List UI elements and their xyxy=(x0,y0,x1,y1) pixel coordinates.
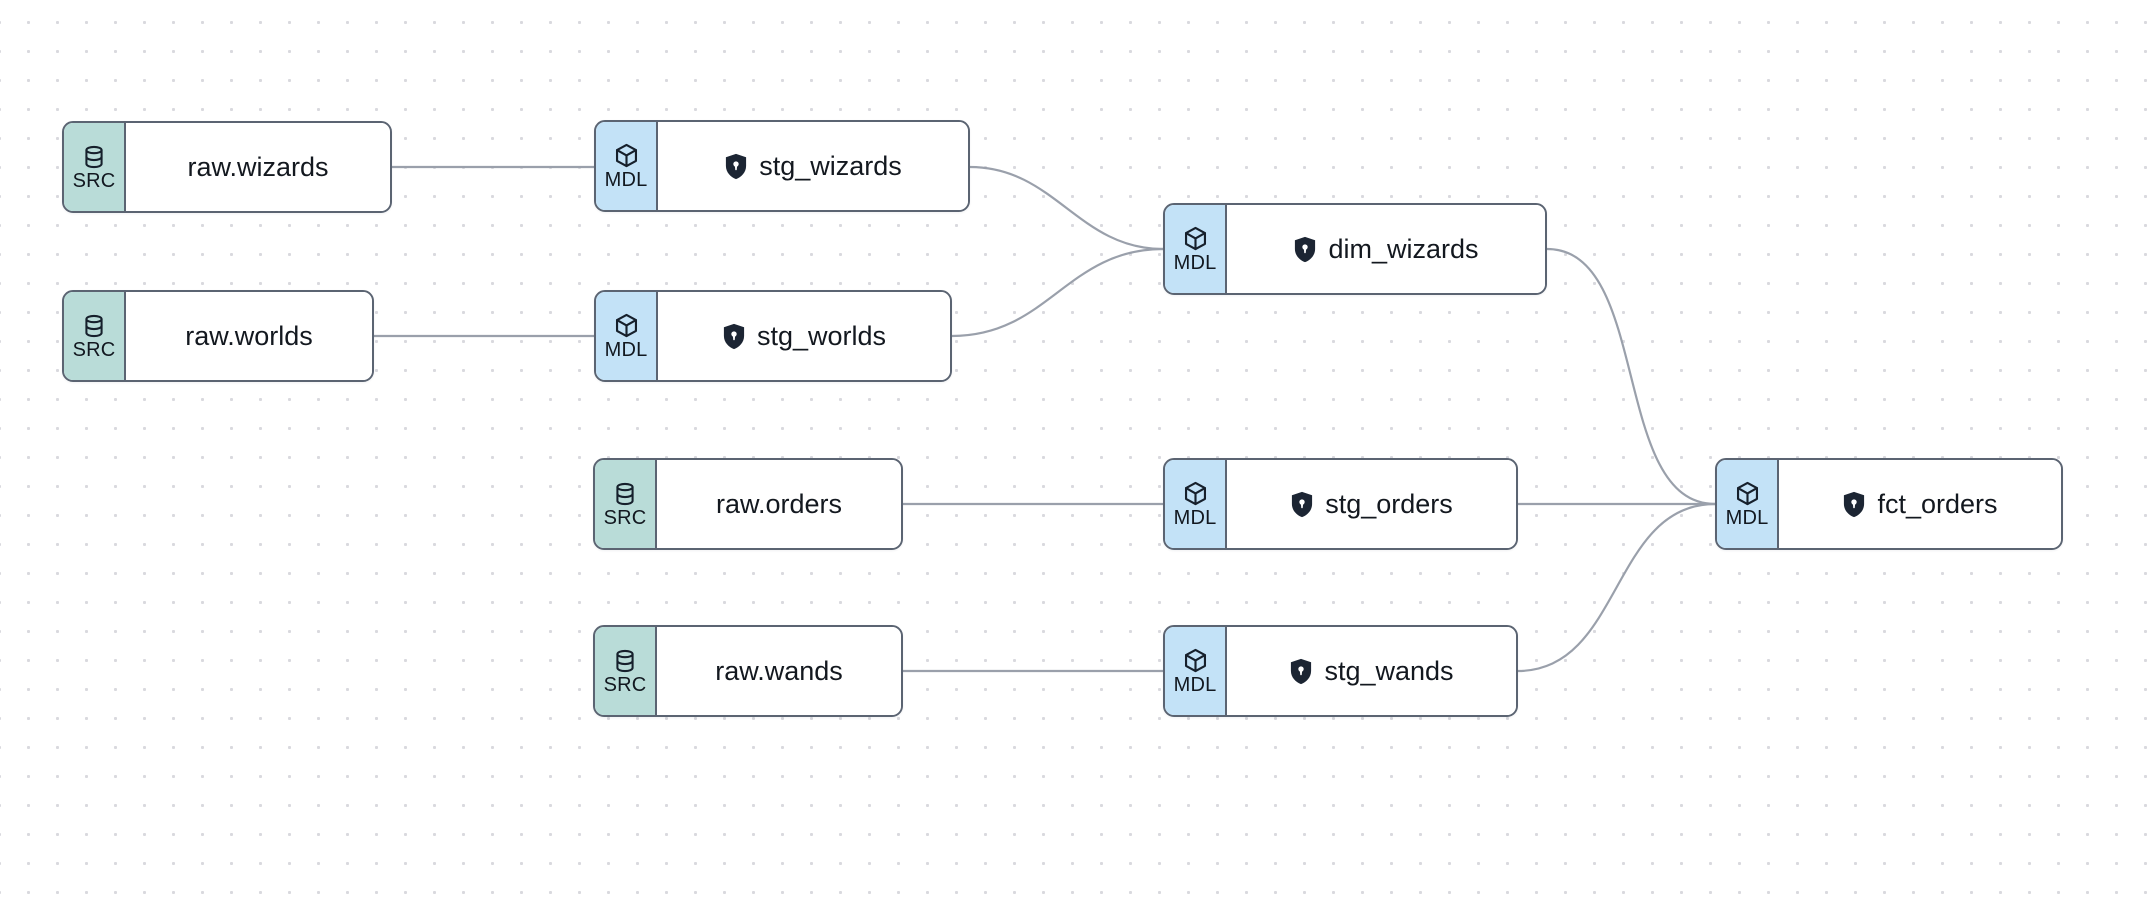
badge-mdl: MDL xyxy=(596,292,658,380)
node-body: raw.orders xyxy=(657,460,901,548)
shield-lock-icon xyxy=(1293,236,1317,263)
node-label: stg_wands xyxy=(1324,655,1454,686)
node-label: fct_orders xyxy=(1877,488,1998,519)
badge-label: SRC xyxy=(72,169,116,192)
badge-src: SRC xyxy=(595,627,657,715)
node-stg-wizards[interactable]: MDL stg_wizards xyxy=(594,120,970,212)
badge-mdl: MDL xyxy=(1165,627,1227,715)
node-stg-worlds[interactable]: MDL stg_worlds xyxy=(594,290,952,382)
shield-lock-icon xyxy=(1290,491,1314,518)
node-body: raw.wands xyxy=(657,627,901,715)
node-raw-orders[interactable]: SRC raw.orders xyxy=(593,458,903,550)
database-icon xyxy=(612,648,638,674)
cube-icon xyxy=(613,312,640,339)
node-stg-orders[interactable]: MDL stg_orders xyxy=(1163,458,1518,550)
node-label: raw.wizards xyxy=(187,151,329,182)
shield-lock-icon xyxy=(724,153,748,180)
shield-lock-icon xyxy=(722,323,746,350)
badge-src: SRC xyxy=(595,460,657,548)
database-icon xyxy=(81,313,107,339)
cube-icon xyxy=(1182,225,1209,252)
edge-stg-wizards-to-dim-wizards xyxy=(968,165,1165,251)
database-icon xyxy=(612,481,638,507)
shield-lock-icon xyxy=(1289,658,1313,685)
badge-label: MDL xyxy=(1725,507,1769,529)
node-body: stg_worlds xyxy=(658,292,950,380)
node-body: stg_wizards xyxy=(658,122,968,210)
node-dim-wizards[interactable]: MDL dim_wizards xyxy=(1163,203,1547,295)
badge-src: SRC xyxy=(64,292,126,380)
cube-icon xyxy=(1182,480,1209,507)
node-body: dim_wizards xyxy=(1227,205,1545,293)
shield-lock-icon xyxy=(1842,491,1866,518)
node-body: raw.wizards xyxy=(126,123,390,211)
node-label: raw.worlds xyxy=(185,320,313,351)
node-label: stg_wizards xyxy=(759,150,902,181)
cube-icon xyxy=(1734,480,1761,507)
node-label: stg_worlds xyxy=(756,320,887,351)
badge-label: MDL xyxy=(604,339,648,361)
node-body: stg_orders xyxy=(1227,460,1516,548)
node-stg-wands[interactable]: MDL stg_wands xyxy=(1163,625,1518,717)
badge-label: SRC xyxy=(72,338,116,361)
node-body: raw.worlds xyxy=(126,292,372,380)
node-raw-worlds[interactable]: SRC raw.worlds xyxy=(62,290,374,382)
edge-dim-wizards-to-fct-orders xyxy=(1545,247,1717,506)
node-label: dim_wizards xyxy=(1328,233,1479,264)
badge-label: MDL xyxy=(1173,507,1217,529)
database-icon xyxy=(81,144,107,170)
badge-label: MDL xyxy=(604,169,648,191)
badge-mdl: MDL xyxy=(1165,205,1227,293)
node-raw-wands[interactable]: SRC raw.wands xyxy=(593,625,903,717)
cube-icon xyxy=(613,142,640,169)
node-raw-wizards[interactable]: SRC raw.wizards xyxy=(62,121,392,213)
node-body: stg_wands xyxy=(1227,627,1516,715)
badge-label: SRC xyxy=(603,506,647,529)
node-label: stg_orders xyxy=(1325,488,1453,519)
node-fct-orders[interactable]: MDL fct_orders xyxy=(1715,458,2063,550)
badge-src: SRC xyxy=(64,123,126,211)
badge-label: MDL xyxy=(1173,252,1217,274)
badge-mdl: MDL xyxy=(596,122,658,210)
cube-icon xyxy=(1182,647,1209,674)
node-label: raw.wands xyxy=(715,655,843,686)
edge-stg-worlds-to-dim-wizards xyxy=(950,247,1165,338)
node-body: fct_orders xyxy=(1779,460,2061,548)
badge-mdl: MDL xyxy=(1717,460,1779,548)
node-label: raw.orders xyxy=(715,488,843,519)
badge-label: SRC xyxy=(603,673,647,696)
badge-mdl: MDL xyxy=(1165,460,1227,548)
edge-stg-wands-to-fct-orders xyxy=(1516,502,1717,673)
badge-label: MDL xyxy=(1173,674,1217,696)
